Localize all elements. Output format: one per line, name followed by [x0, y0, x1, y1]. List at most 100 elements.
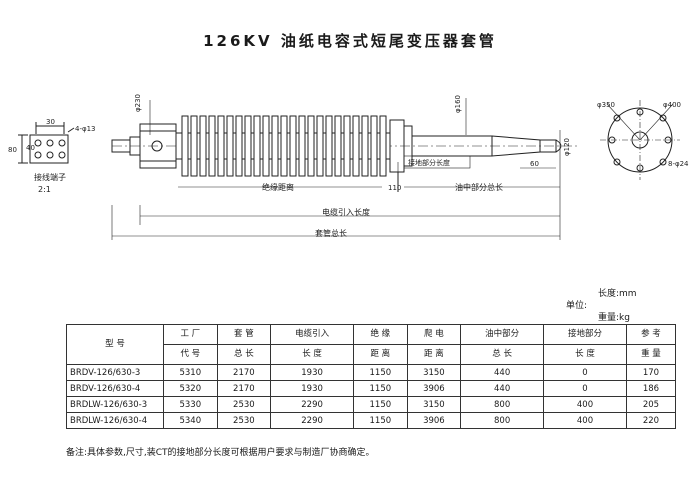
cell-insulation: 1150: [353, 396, 408, 413]
cell-model: BRDV-126/630-4: [66, 380, 164, 397]
col-cable-length-2: 长 度: [270, 344, 355, 365]
cell-ground-length: 400: [543, 396, 627, 413]
cell-ground-length: 0: [543, 364, 627, 381]
insulator-shed: [307, 115, 315, 177]
cell-oil-length: 800: [460, 412, 545, 429]
insulator-shed: [289, 115, 297, 177]
terminal-hole: [58, 151, 66, 159]
terminal-hole: [34, 139, 42, 147]
cell-weight: 186: [625, 380, 677, 397]
table-row: BRDV-126/630-3 5310 2170 1930 1150 3150 …: [66, 364, 677, 381]
technical-drawing: 30 4-φ13 80 40 接线端子 2:1 φ230: [8, 94, 689, 240]
dim-d230: φ230: [134, 94, 142, 112]
col-creepage: 爬 电: [406, 324, 462, 345]
cell-factory-code: 5310: [163, 364, 218, 381]
insulator-shed: [316, 115, 324, 177]
flange-bolt-hole: [659, 158, 667, 166]
cell-cable-length: 1930: [270, 364, 355, 381]
flange-bolt-hole: [636, 164, 644, 172]
cell-insulation: 1150: [353, 412, 408, 429]
label-cable-length: 电缆引入长度: [322, 207, 370, 217]
cell-weight: 205: [625, 396, 677, 413]
col-total-length-2: 总 长: [216, 344, 272, 365]
unit-label: 单位:: [566, 301, 588, 311]
cell-weight: 220: [625, 412, 677, 429]
cell-ground-length: 0: [543, 380, 627, 397]
footnote: 备注:具体参数,尺寸,装CT的接地部分长度可根据用户要求与制造厂协商确定。: [66, 448, 375, 458]
dim-d160: φ160: [454, 95, 462, 113]
insulator-shed: [208, 115, 216, 177]
cell-insulation: 1150: [353, 364, 408, 381]
flange-bolt-hole: [613, 158, 621, 166]
cell-insulation: 1150: [353, 380, 408, 397]
bushing-elevation: φ230 φ160 φ120 60 接地部分长度 绝缘距离 110 油中部分总长…: [111, 94, 580, 240]
insulator-shed: [298, 115, 306, 177]
insulator-shed: [199, 115, 207, 177]
terminal-plate: [29, 134, 69, 164]
terminal-hole: [46, 151, 54, 159]
insulator-shed: [190, 115, 198, 177]
terminal-detail: 30 4-φ13 80 40 接线端子 2:1: [8, 118, 96, 194]
cell-cable-length: 2290: [270, 412, 355, 429]
flange-bolt-hole: [664, 136, 672, 144]
cell-total-length: 2530: [216, 412, 272, 429]
col-factory-code-2: 代 号: [163, 344, 218, 365]
table-header-row: 代 号 总 长 长 度 距 离 距 离 总 长 长 度 重 量: [67, 344, 677, 365]
unit-weight: 重量:kg: [598, 313, 630, 323]
insulator-shed: [226, 115, 234, 177]
insulator-shed: [280, 115, 288, 177]
cell-factory-code: 5330: [163, 396, 218, 413]
terminal-dim-inner: 40: [26, 144, 35, 152]
flange-d350: φ350: [597, 101, 615, 109]
cell-total-length: 2170: [216, 364, 272, 381]
flange-bolt-hole: [636, 108, 644, 116]
terminal-label: 接线端子: [34, 172, 66, 182]
table-row: BRDV-126/630-4 5320 2170 1930 1150 3906 …: [66, 380, 677, 397]
label-total-length: 套管总长: [315, 228, 347, 238]
label-insulation-distance: 绝缘距离: [262, 182, 294, 192]
cell-factory-code: 5340: [163, 412, 218, 429]
dim-110: 110: [388, 184, 401, 192]
flange-plan: φ350 φ400 8-φ24: [597, 100, 689, 180]
insulator-shed: [217, 115, 225, 177]
col-ground-length: 接地部分: [543, 324, 627, 345]
terminal-hole: [58, 139, 66, 147]
cell-oil-length: 800: [460, 396, 545, 413]
label-ground-length: 接地部分长度: [408, 158, 450, 167]
cell-total-length: 2170: [216, 380, 272, 397]
insulator-shed: [343, 115, 351, 177]
col-factory-code: 工 厂: [163, 324, 218, 345]
insulator-shed: [262, 115, 270, 177]
cell-creepage: 3150: [406, 396, 462, 413]
insulator-shed: [181, 115, 189, 177]
label-oil-length: 油中部分总长: [455, 182, 503, 192]
cell-creepage: 3906: [406, 380, 462, 397]
terminal-hole: [34, 151, 42, 159]
cell-creepage: 3906: [406, 412, 462, 429]
col-ground-length-2: 长 度: [543, 344, 627, 365]
cell-creepage: 3150: [406, 364, 462, 381]
cell-cable-length: 1930: [270, 380, 355, 397]
insulator-shed: [361, 115, 369, 177]
insulator-shed: [370, 115, 378, 177]
col-model: 型 号: [66, 324, 164, 365]
terminal-scale: 2:1: [38, 185, 51, 194]
insulator-shed: [334, 115, 342, 177]
cell-oil-length: 440: [460, 364, 545, 381]
insulator-shed: [325, 115, 333, 177]
cell-model: BRDV-126/630-3: [66, 364, 164, 381]
insulator-sheds: [181, 115, 387, 177]
table-row: BRDLW-126/630-4 5340 2530 2290 1150 3906…: [66, 412, 677, 429]
col-weight-2: 重 量: [625, 344, 677, 365]
flange-d400: φ400: [663, 101, 681, 109]
spec-table: 型 号 工 厂 套 管 电缆引入 绝 缘 爬 电 油中部分 接地部分 参 考 代…: [66, 324, 677, 429]
cell-model: BRDLW-126/630-4: [66, 412, 164, 429]
page-title: 126KV 油纸电容式短尾变压器套管: [203, 32, 497, 50]
col-cable-length: 电缆引入: [270, 324, 355, 345]
table-row: BRDLW-126/630-3 5330 2530 2290 1150 3150…: [66, 396, 677, 413]
cell-oil-length: 440: [460, 380, 545, 397]
insulator-shed: [271, 115, 279, 177]
dim-d120: φ120: [563, 138, 571, 156]
flange-bolt-hole: [608, 136, 616, 144]
cell-total-length: 2530: [216, 396, 272, 413]
